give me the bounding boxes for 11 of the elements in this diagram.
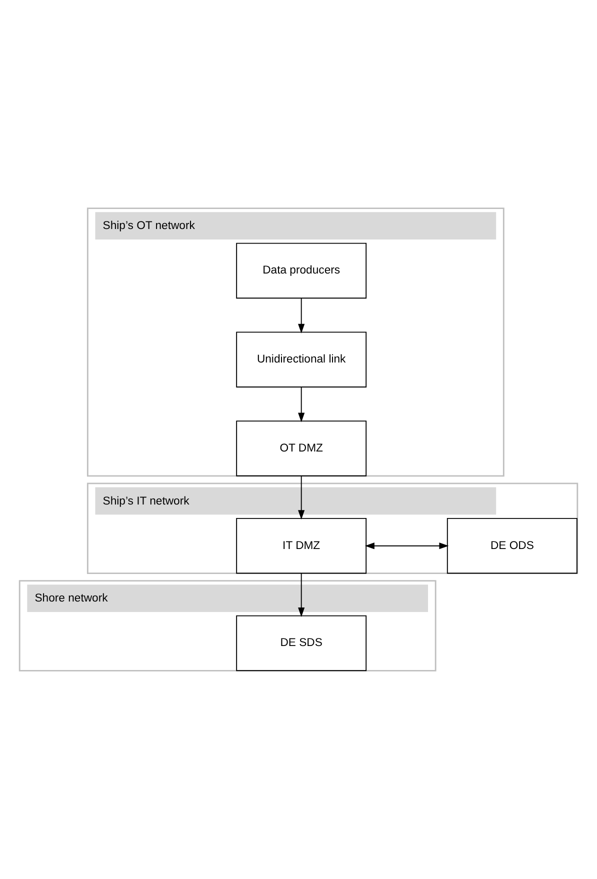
node-box: Data producers	[236, 242, 367, 299]
node-box: IT DMZ	[236, 518, 367, 574]
arrow	[298, 572, 305, 617]
node-box: DE ODS	[446, 518, 578, 574]
node-box: Unidirectional link	[236, 332, 367, 388]
arrow	[364, 542, 449, 550]
arrow	[298, 298, 305, 334]
node-box: DE SDS	[236, 615, 367, 672]
arrow	[298, 476, 305, 520]
node-box: OT DMZ	[236, 420, 367, 476]
arrow	[298, 386, 305, 422]
